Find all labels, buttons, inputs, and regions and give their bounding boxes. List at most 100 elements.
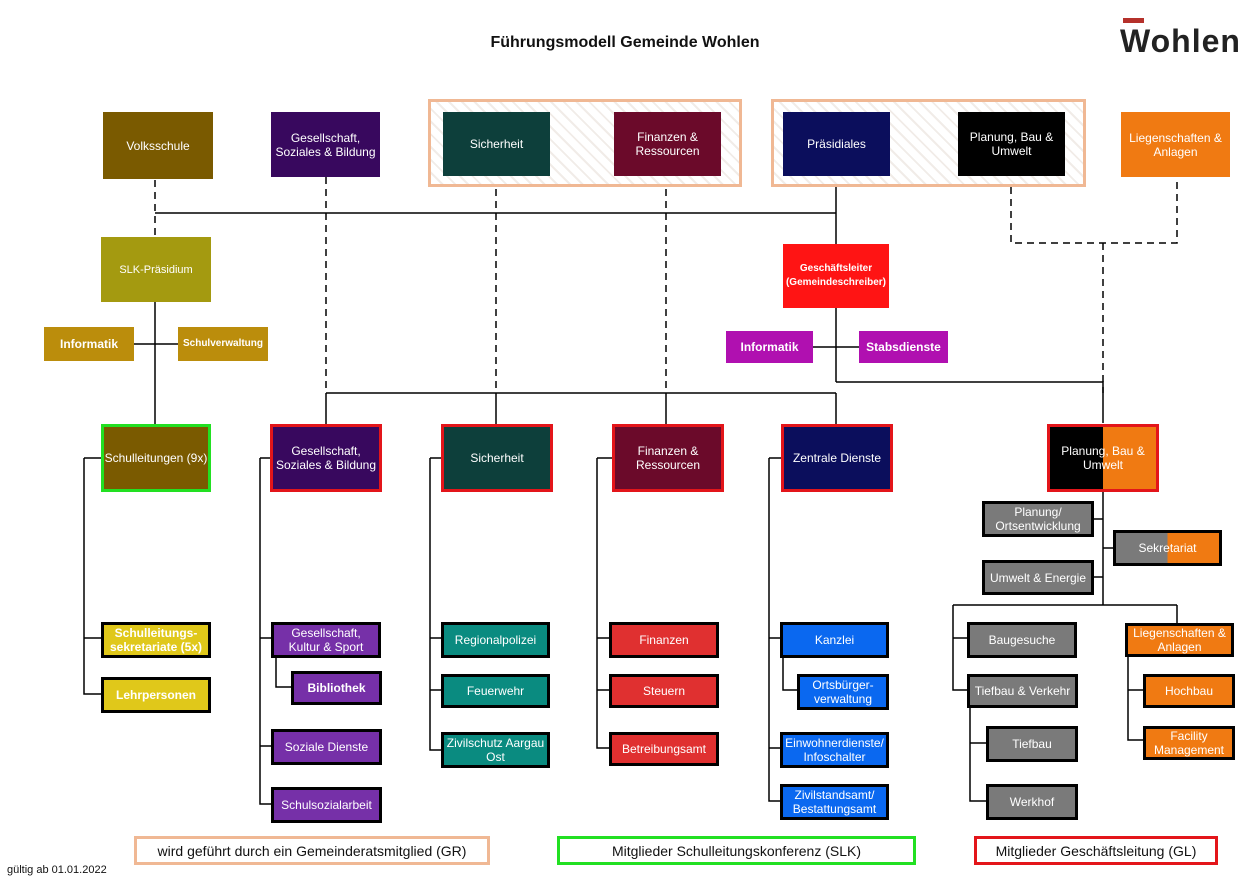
top-liegenschaften: Liegenschaften & Anlagen (1121, 112, 1230, 177)
unit-steuern: Steuern (609, 674, 719, 708)
top-planung: Planung, Bau & Umwelt (958, 112, 1065, 176)
top-praesidiales-label: Präsidiales (807, 137, 866, 151)
page-title: Führungsmodell Gemeinde Wohlen (490, 34, 760, 51)
slk-praesidium: SLK-Präsidium (101, 237, 211, 302)
informatik-admin: Informatik (726, 331, 813, 363)
unit-ortsbuergerverwaltung: Ortsbürger-verwaltung (797, 674, 889, 710)
unit-feuerwehr-label: Feuerwehr (466, 684, 525, 698)
unit-baugesuche: Baugesuche (967, 622, 1077, 658)
logo-wordmark: Wohlen (1120, 23, 1241, 59)
solid-connectors (83, 181, 1178, 805)
unit-bibliothek-label: Bibliothek (307, 681, 366, 695)
unit-schulsozialarbeit: Schulsozialarbeit (271, 787, 382, 823)
unit-zivilschutz-label: Zivilschutz Aargau Ost (446, 736, 545, 764)
legend-gl-label: Mitglieder Geschäftsleitung (GL) (995, 842, 1197, 859)
informatik-school: Informatik (44, 327, 134, 361)
top-volksschule: Volksschule (103, 112, 213, 179)
unit-einwohnerdienste-label: Einwohnerdienste/ Infoschalter (785, 736, 884, 764)
top-finanzen: Finanzen & Ressourcen (614, 112, 721, 176)
unit-soziale-dienste: Soziale Dienste (271, 729, 382, 765)
unit-werkhof: Werkhof (986, 784, 1078, 820)
top-sicherheit: Sicherheit (443, 112, 550, 176)
dept-planung-label: Planung, Bau & Umwelt (1061, 444, 1145, 472)
top-gesellschaft-label: Gesellschaft, Soziales & Bildung (275, 130, 376, 159)
unit-lehrpersonen-label: Lehrpersonen (115, 688, 196, 702)
dept-finanzen-label: Finanzen & Ressourcen (635, 444, 701, 472)
unit-steuern-label: Steuern (642, 684, 686, 698)
stabsdienste: Stabsdienste (859, 331, 948, 363)
unit-tiefbau: Tiefbau (986, 726, 1078, 762)
dept-sicherheit: Sicherheit (441, 424, 553, 492)
dept-schulleitungen-label: Schulleitungen (9x) (104, 451, 208, 465)
unit-bibliothek: Bibliothek (291, 671, 382, 705)
unit-hochbau-label: Hochbau (1164, 684, 1214, 698)
unit-liegenschaften-anlagen-label: Liegenschaften & Anlagen (1133, 626, 1226, 654)
unit-feuerwehr: Feuerwehr (441, 674, 550, 708)
dept-zentrale: Zentrale Dienste (781, 424, 893, 492)
dept-planung: Planung, Bau & Umwelt (1047, 424, 1159, 492)
unit-umwelt-energie-label: Umwelt & Energie (989, 570, 1087, 585)
unit-zivilstandsamt-label: Zivilstandsamt/ Bestattungsamt (792, 788, 877, 816)
unit-facility-management: Facility Management (1143, 726, 1235, 760)
dept-schulleitungen: Schulleitungen (9x) (101, 424, 211, 492)
logo-accent-bar (1123, 18, 1144, 23)
unit-kanzlei: Kanzlei (780, 622, 889, 658)
unit-werkhof-label: Werkhof (1009, 795, 1055, 809)
legend-slk-label: Mitglieder Schulleitungskonferenz (SLK) (611, 842, 861, 859)
unit-einwohnerdienste: Einwohnerdienste/ Infoschalter (780, 732, 889, 768)
top-volksschule-label: Volksschule (126, 138, 190, 153)
unit-lehrpersonen: Lehrpersonen (101, 677, 211, 713)
unit-sekretariat-label: Sekretariat (1138, 541, 1197, 555)
geschaeftsleiter-label: Geschäftsleiter (Gemeindeschreiber) (785, 263, 887, 288)
unit-kanzlei-label: Kanzlei (814, 633, 855, 647)
dept-finanzen: Finanzen & Ressourcen (612, 424, 724, 492)
unit-regionalpolizei: Regionalpolizei (441, 622, 550, 658)
unit-hochbau: Hochbau (1143, 674, 1235, 708)
unit-planung-ortsentwicklung: Planung/ Ortsentwicklung (982, 501, 1094, 537)
dept-gesellschaft-label: Gesellschaft, Soziales & Bildung (275, 444, 377, 472)
legend-slk: Mitglieder Schulleitungskonferenz (SLK) (557, 836, 916, 865)
unit-gesellschaft-kultur-sport-label: Gesellschaft, Kultur & Sport (288, 626, 364, 654)
unit-zivilstandsamt: Zivilstandsamt/ Bestattungsamt (780, 784, 889, 820)
informatik-admin-label: Informatik (740, 340, 799, 354)
legend-gr-label: wird geführt durch ein Gemeinderatsmitgl… (157, 842, 467, 859)
dept-sicherheit-label: Sicherheit (470, 451, 524, 465)
slk-praesidium-label: SLK-Präsidium (119, 263, 193, 276)
unit-betreibungsamt-label: Betreibungsamt (621, 742, 707, 756)
unit-schulsozialarbeit-label: Schulsozialarbeit (281, 798, 372, 812)
unit-liegenschaften-anlagen: Liegenschaften & Anlagen (1125, 623, 1234, 657)
stabsdienste-label: Stabsdienste (866, 340, 941, 354)
unit-schulleitungssekretariate: Schulleitungs-sekretariate (5x) (101, 622, 211, 658)
top-finanzen-label: Finanzen & Ressourcen (635, 130, 700, 158)
legend-gr: wird geführt durch ein Gemeinderatsmitgl… (134, 836, 490, 865)
top-liegenschaften-label: Liegenschaften & Anlagen (1129, 130, 1222, 159)
unit-facility-management-label: Facility Management (1153, 729, 1225, 757)
unit-soziale-dienste-label: Soziale Dienste (284, 740, 369, 754)
dept-gesellschaft: Gesellschaft, Soziales & Bildung (270, 424, 382, 492)
unit-planung-ortsentwicklung-label: Planung/ Ortsentwicklung (995, 505, 1081, 533)
unit-tiefbau-verkehr-label: Tiefbau & Verkehr (974, 684, 1071, 698)
unit-umwelt-energie: Umwelt & Energie (982, 560, 1094, 595)
schulverwaltung-label: Schulverwaltung (182, 338, 263, 349)
unit-regionalpolizei-label: Regionalpolizei (454, 633, 537, 647)
schulverwaltung: Schulverwaltung (178, 327, 268, 361)
top-sicherheit-label: Sicherheit (469, 137, 524, 151)
validity-note: gültig ab 01.01.2022 (7, 864, 107, 876)
wohlen-logo: Wohlen (1120, 18, 1240, 58)
informatik-school-label: Informatik (59, 337, 118, 351)
top-planung-label: Planung, Bau & Umwelt (969, 130, 1054, 158)
unit-tiefbau-verkehr: Tiefbau & Verkehr (967, 674, 1078, 708)
dept-zentrale-label: Zentrale Dienste (792, 451, 882, 465)
unit-zivilschutz: Zivilschutz Aargau Ost (441, 732, 550, 768)
unit-finanzen: Finanzen (609, 622, 719, 658)
unit-sekretariat: Sekretariat (1113, 530, 1222, 566)
geschaeftsleiter: Geschäftsleiter (Gemeindeschreiber) (783, 244, 889, 308)
top-gesellschaft: Gesellschaft, Soziales & Bildung (271, 112, 380, 177)
dashed-connectors (154, 177, 1178, 393)
unit-betreibungsamt: Betreibungsamt (609, 732, 719, 766)
top-praesidiales: Präsidiales (783, 112, 890, 176)
unit-ortsbuergerverwaltung-label: Ortsbürger-verwaltung (812, 678, 874, 706)
legend-gl: Mitglieder Geschäftsleitung (GL) (974, 836, 1218, 865)
unit-tiefbau-label: Tiefbau (1012, 737, 1052, 751)
